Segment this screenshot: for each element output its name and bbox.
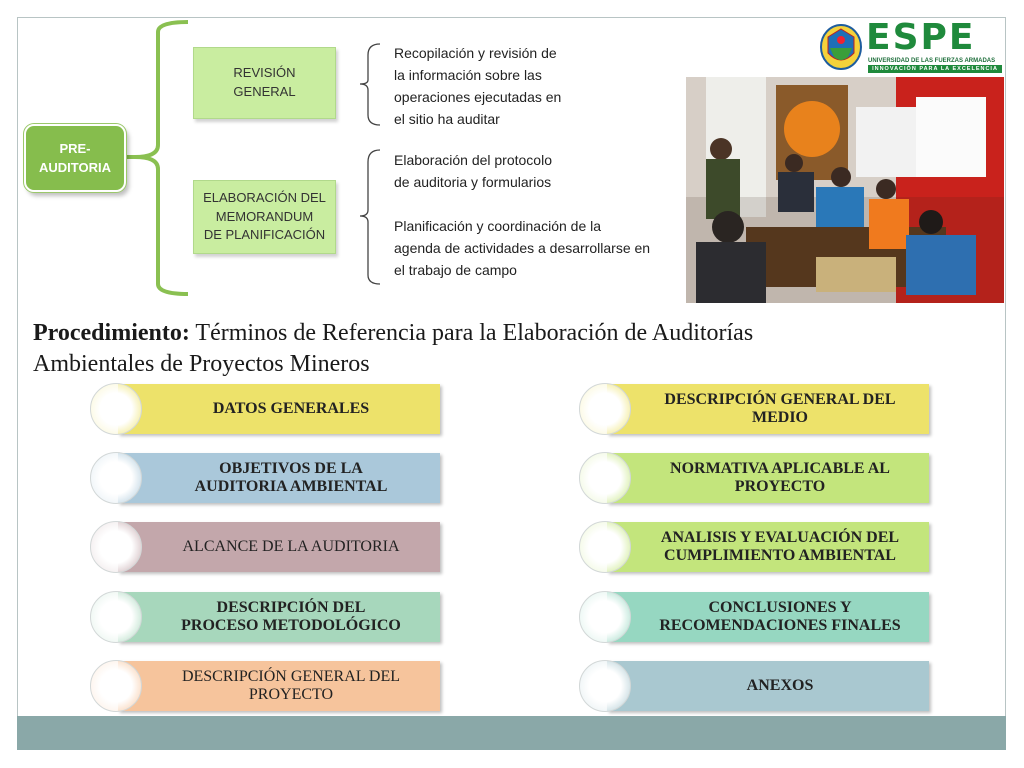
item-circle: [90, 660, 142, 712]
desc-line: la información sobre las: [394, 67, 542, 83]
item-line2: AUDITORIA AMBIENTAL: [194, 478, 388, 495]
desc-line: agenda de actividades a desarrollarse en: [394, 240, 651, 256]
mindmap-connectors: [122, 20, 381, 296]
item-circle: [579, 660, 631, 712]
item-line2: CUMPLIMIENTO AMBIENTAL: [664, 547, 896, 564]
protocol-description: Elaboración del protocolo de auditoria y…: [394, 149, 552, 193]
item-line1: OBJETIVOS DE LA: [219, 460, 363, 477]
item-line2: RECOMENDACIONES FINALES: [659, 617, 901, 634]
item-circle: [579, 383, 631, 435]
memorandum-node: ELABORACIÓN DEL MEMORANDUM DE PLANIFICAC…: [193, 180, 336, 254]
list-item-anexos: ANEXOS: [579, 660, 931, 714]
item-line1: ANEXOS: [746, 677, 814, 694]
procedure-title-line2: Ambientales de Proyectos Mineros: [33, 351, 370, 377]
pre-auditoria-line1: PRE-: [59, 140, 91, 156]
revision-line2: GENERAL: [233, 84, 296, 99]
footer-bar: [17, 716, 1006, 750]
memo-line1: ELABORACIÓN DEL: [203, 189, 326, 205]
item-bar: ANEXOS: [607, 661, 929, 711]
item-line1: DESCRIPCIÓN GENERAL DEL: [664, 391, 896, 408]
item-circle: [579, 452, 631, 504]
item-line1: DESCRIPCIÓN GENERAL DEL: [181, 668, 401, 685]
pre-auditoria-node: PRE- AUDITORIA: [24, 124, 126, 192]
item-bar: DATOS GENERALES: [118, 384, 440, 434]
desc-line: Elaboración del protocolo: [394, 152, 552, 168]
procedure-title-bold: Procedimiento:: [33, 320, 190, 346]
item-circle: [90, 452, 142, 504]
desc-line: el trabajo de campo: [394, 262, 517, 278]
desc-line: Recopilación y revisión de: [394, 45, 557, 61]
procedure-title: Procedimiento: Términos de Referencia pa…: [33, 318, 963, 380]
revision-line1: REVISIÓN: [233, 65, 296, 81]
logo-tagline-bar: INNOVACIÓN PARA LA EXCELENCIA: [868, 65, 1002, 73]
memo-line3: DE PLANIFICACIÓN: [203, 227, 326, 243]
list-item-datos-generales: DATOS GENERALES: [90, 383, 442, 437]
item-circle: [90, 591, 142, 643]
item-line2: PROYECTO: [248, 686, 334, 703]
desc-line: de auditoria y formularios: [394, 174, 552, 190]
item-line2: MEDIO: [752, 409, 808, 426]
item-line1: ALCANCE DE LA AUDITORIA: [182, 538, 400, 555]
item-line1: CONCLUSIONES Y: [708, 599, 852, 616]
item-circle: [90, 383, 142, 435]
planning-description: Planificación y coordinación de la agend…: [394, 215, 650, 281]
item-line2: PROYECTO: [734, 478, 826, 495]
item-line1: NORMATIVA APLICABLE AL: [670, 460, 890, 477]
audit-meeting-photo: [686, 77, 1004, 303]
procedure-title-rest: Términos de Referencia para la Elaboraci…: [189, 320, 754, 346]
revision-description: Recopilación y revisión de la informació…: [394, 42, 561, 130]
item-line2: PROCESO METODOLÓGICO: [181, 617, 401, 634]
desc-line: el sitio ha auditar: [394, 111, 500, 127]
desc-line: operaciones ejecutadas en: [394, 89, 562, 105]
item-bar: ALCANCE DE LA AUDITORIA: [118, 522, 440, 572]
desc-line: Planificación y coordinación de la: [394, 218, 602, 234]
item-circle: [579, 591, 631, 643]
item-line1: ANALISIS Y EVALUACIÓN DEL: [660, 529, 900, 546]
item-line1: DATOS GENERALES: [212, 400, 370, 417]
item-line1: DESCRIPCIÓN DEL: [216, 599, 366, 616]
espe-shield-icon: [820, 24, 862, 70]
list-item-alcance: ALCANCE DE LA AUDITORIA: [90, 521, 442, 575]
logo-subtitle: UNIVERSIDAD DE LAS FUERZAS ARMADAS: [868, 58, 996, 64]
memo-line2: MEMORANDUM: [215, 208, 314, 224]
logo-name: ESPE: [866, 17, 976, 58]
item-circle: [579, 521, 631, 573]
revision-general-node: REVISIÓN GENERAL: [193, 47, 336, 119]
item-circle: [90, 521, 142, 573]
pre-auditoria-line2: AUDITORIA: [39, 160, 111, 175]
espe-logo: ESPE UNIVERSIDAD DE LAS FUERZAS ARMADAS …: [816, 17, 1006, 73]
